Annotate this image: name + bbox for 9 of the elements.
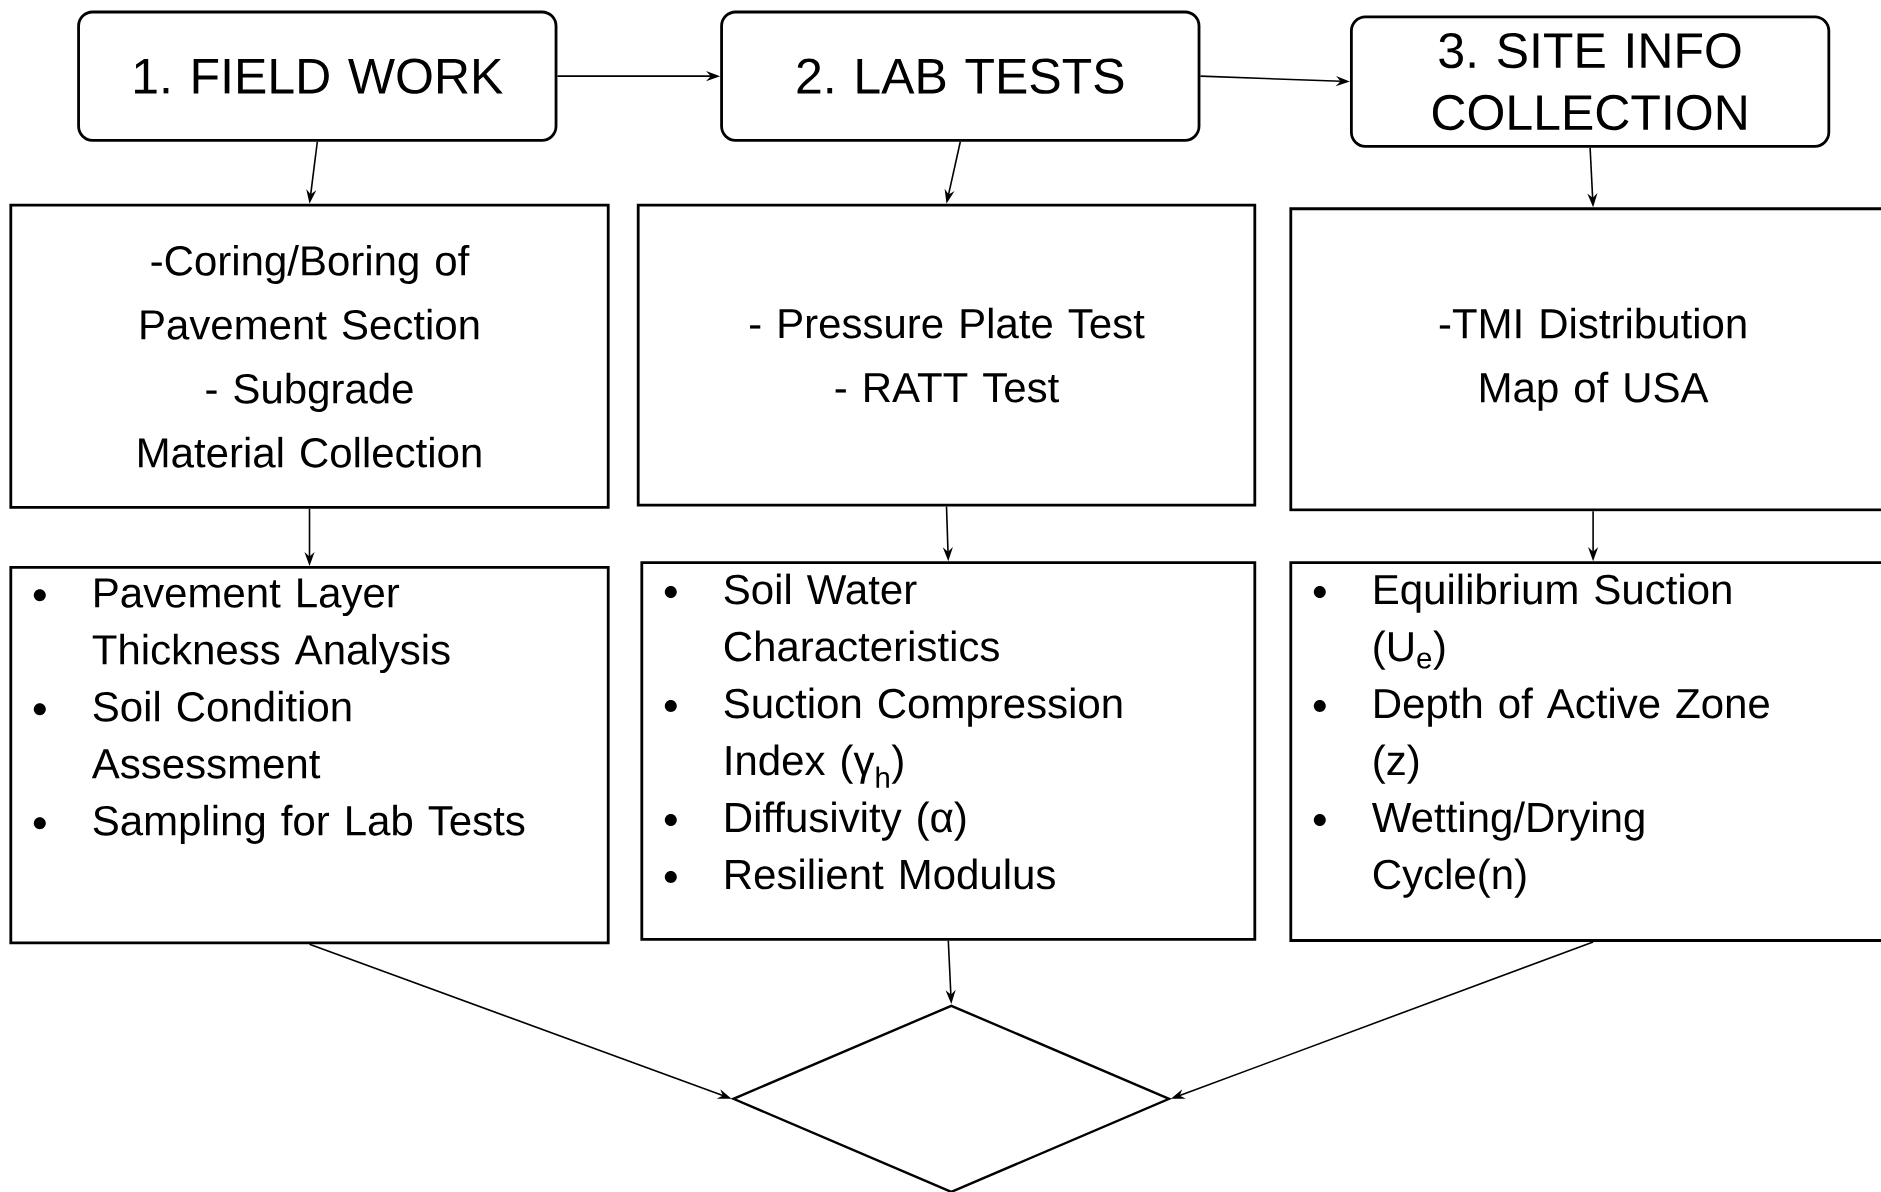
bullet-list-box: Soil Water Characteristics Suction Compression Index (γ$_{h}$) Diffusivity (α) Resilient Modulus <box>640 561 1257 941</box>
process-box: -TMI Distribution Map of USA <box>1289 207 1881 512</box>
process-box: - Pressure Plate Test - RATT Test <box>636 203 1257 507</box>
step-box: 3. SITE INFO COLLECTION <box>1350 15 1831 148</box>
bullet-list-box: Equilibrium Suction (U$_{e}$) Depth of Active Zone (z) Wetting/Drying Cycle(n) <box>1289 561 1881 942</box>
step-box: 1. FIELD WORK <box>77 10 558 142</box>
step-box: 2. LAB TESTS <box>720 10 1201 142</box>
process-box: -Coring/Boring of Pavement Section - Subgrade Material Collection <box>9 203 610 509</box>
bullet-list-box: Pavement Layer Thickness Analysis Soil Condition Assessment Sampling for Lab Tests <box>9 565 610 945</box>
